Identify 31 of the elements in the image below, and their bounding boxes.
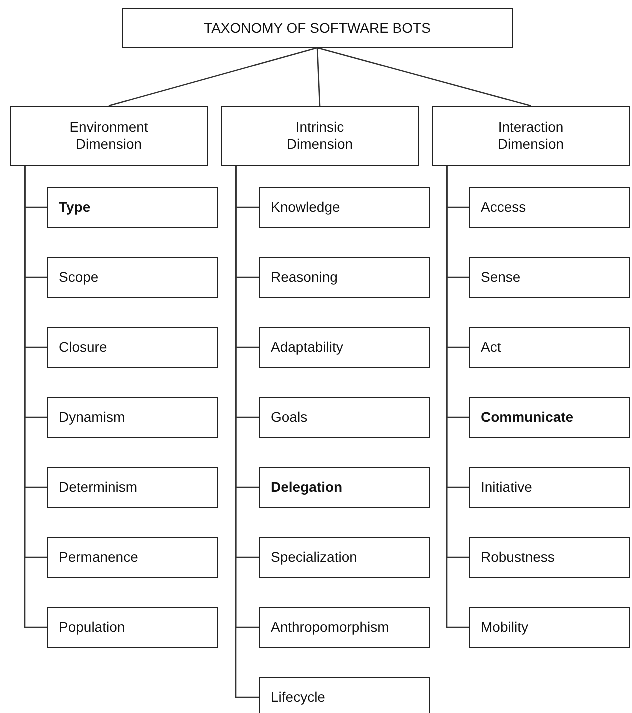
category-box: Mobility [469, 607, 630, 648]
connector-line [108, 47, 318, 107]
category-box: Scope [47, 257, 218, 298]
category-box: Anthropomorphism [259, 607, 430, 648]
dimension-box: Environment Dimension [10, 106, 208, 166]
category-box: Reasoning [259, 257, 430, 298]
dimension-box: Intrinsic Dimension [221, 106, 419, 166]
category-box: Adaptability [259, 327, 430, 368]
category-box: Permanence [47, 537, 218, 578]
category-box: Delegation [259, 467, 430, 508]
category-box: Act [469, 327, 630, 368]
category-box: Type [47, 187, 218, 228]
category-box: Lifecycle [259, 677, 430, 713]
category-box: Specialization [259, 537, 430, 578]
connector-line [316, 48, 321, 106]
category-box: Robustness [469, 537, 630, 578]
category-box: Sense [469, 257, 630, 298]
connector-line [317, 47, 532, 107]
category-box: Dynamism [47, 397, 218, 438]
category-box: Population [47, 607, 218, 648]
dimension-box: Interaction Dimension [432, 106, 630, 166]
category-box: Knowledge [259, 187, 430, 228]
connector-line [24, 166, 47, 628]
category-box: Communicate [469, 397, 630, 438]
category-box: Determinism [47, 467, 218, 508]
category-box: Goals [259, 397, 430, 438]
category-box: Access [469, 187, 630, 228]
title-box: TAXONOMY OF SOFTWARE BOTS [122, 8, 513, 48]
category-box: Initiative [469, 467, 630, 508]
connector-line [446, 166, 469, 628]
category-box: Closure [47, 327, 218, 368]
